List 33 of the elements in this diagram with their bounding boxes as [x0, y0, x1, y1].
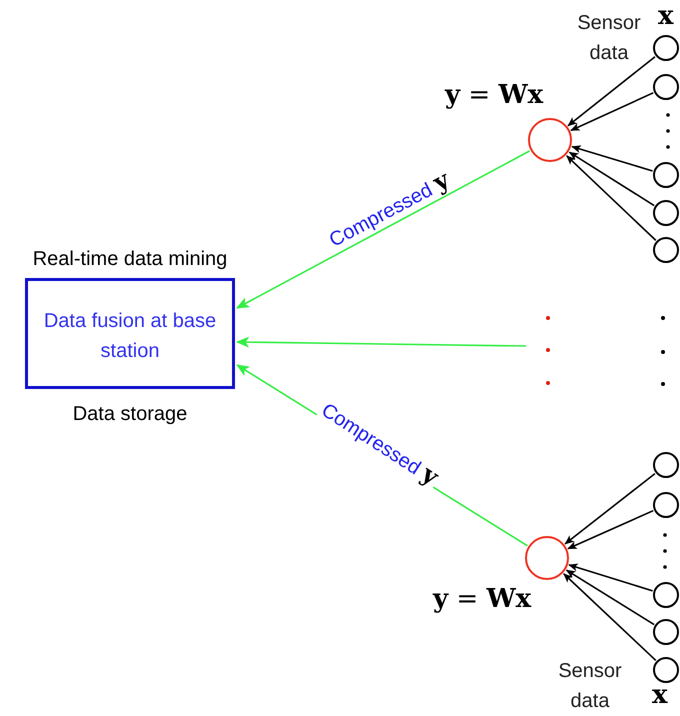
aggregator-circle [528, 118, 572, 162]
arrow [568, 152, 655, 206]
sensor-circle [653, 492, 679, 518]
aggregator-circle [525, 536, 569, 580]
sensor-circle [653, 74, 679, 100]
arrow [563, 573, 656, 661]
sensor-circle [653, 582, 679, 608]
sensor-label: Sensor data [576, 11, 642, 66]
vector-symbol: x [652, 680, 668, 710]
arrow [566, 569, 655, 626]
box-text: Data fusion at base station [42, 309, 218, 364]
sensor-circle [653, 452, 679, 478]
sensor-circle [653, 619, 679, 645]
sensor-circle [653, 162, 679, 188]
arrow [566, 155, 656, 241]
arrow [236, 150, 530, 309]
arrow [570, 92, 654, 132]
arrow [236, 336, 526, 348]
vector-symbol: x [658, 1, 674, 31]
box-caption: Data storage [72, 402, 188, 427]
arrow [571, 145, 653, 172]
sensor-circle [653, 657, 679, 683]
sensor-circle [653, 237, 679, 263]
formula: y = Wx [445, 80, 544, 110]
arrow [567, 510, 654, 550]
arrow [567, 56, 656, 126]
sensor-circle [653, 35, 679, 61]
sensor-label: Sensor data [557, 659, 623, 714]
sensor-circle [653, 200, 679, 226]
formula: y = Wx [433, 584, 532, 614]
arrow [568, 564, 653, 592]
box-heading: Real-time data mining [32, 247, 228, 272]
arrow [564, 472, 656, 544]
